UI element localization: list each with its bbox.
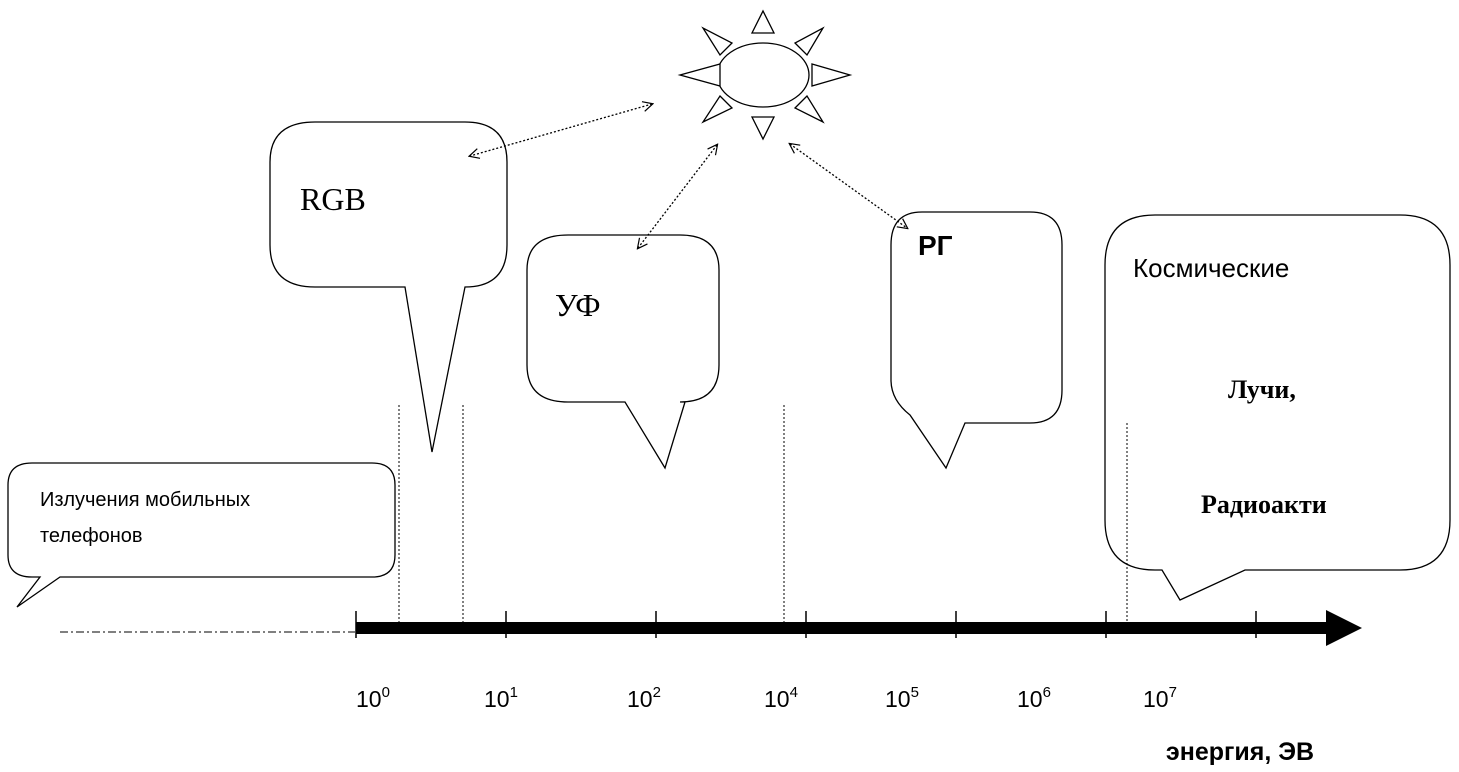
tick-label-4: 105 <box>885 684 919 712</box>
tick-label-1: 101 <box>484 684 518 712</box>
axis-arrowhead <box>1326 610 1362 646</box>
tick-label-0: 100 <box>356 684 390 712</box>
bubble-xray: РГ <box>890 211 1063 470</box>
cosmic-label-line3: Радиоакти <box>1201 490 1327 519</box>
axis-title: энергия, ЭВ <box>1166 738 1314 766</box>
bubble-rgb: RGB <box>269 121 508 453</box>
tick-label-3: 104 <box>764 684 798 712</box>
cosmic-label-line2: Лучи, <box>1228 375 1296 404</box>
sun-xray-arrow <box>790 144 907 228</box>
bubble-mobile: Излучения мобильных телефонов <box>7 462 396 608</box>
xray-label: РГ <box>918 230 953 261</box>
tick-label-2: 102 <box>627 684 661 712</box>
rgb-label: RGB <box>300 181 366 217</box>
mobile-label-line2: телефонов <box>40 525 143 547</box>
mobile-label-line1: Излучения мобильных <box>40 489 250 511</box>
energy-axis <box>355 610 1362 646</box>
sun-rgb-arrow <box>470 104 652 156</box>
tick-label-5: 106 <box>1017 684 1051 712</box>
bubble-uv: УФ <box>526 234 720 470</box>
uv-label: УФ <box>555 287 601 323</box>
cosmic-label-line1: Космические <box>1133 253 1289 283</box>
tick-label-6: 107 <box>1143 684 1177 712</box>
bubble-cosmic: Космические Лучи, Радиоакти <box>1104 214 1451 601</box>
sun-uv-arrow <box>638 145 717 248</box>
sun-icon <box>677 9 853 141</box>
